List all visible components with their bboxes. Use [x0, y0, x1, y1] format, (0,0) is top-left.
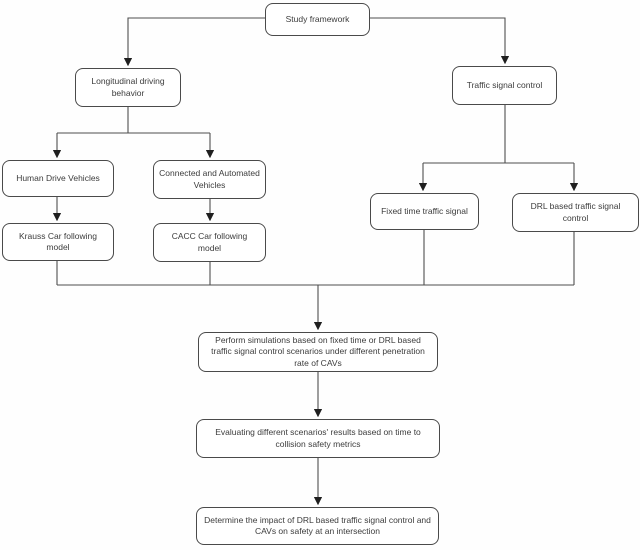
- node-drl-traffic-signal-control: DRL based traffic signal control: [512, 193, 639, 232]
- node-cav-label: Connected and Automated Vehicles: [159, 168, 260, 190]
- node-cacc-car-following-model: CACC Car following model: [153, 223, 266, 262]
- node-perform-simulations: Perform simulations based on fixed time …: [198, 332, 438, 372]
- node-determine-label: Determine the impact of DRL based traffi…: [204, 514, 431, 536]
- node-traffic-signal-control: Traffic signal control: [452, 66, 557, 105]
- node-drl-label: DRL based traffic signal control: [530, 201, 621, 223]
- edge-study-traffic: [370, 17, 510, 65]
- node-study-framework-label: Study framework: [285, 13, 350, 24]
- edge-merge-bus: [56, 230, 575, 286]
- edge-study-longitudinal: [123, 17, 265, 67]
- node-cacc-label: CACC Car following model: [171, 231, 248, 253]
- node-evaluate-scenarios: Evaluating different scenarios' results …: [196, 419, 440, 458]
- node-human-label: Human Drive Vehicles: [16, 172, 100, 183]
- node-krauss-label: Krauss Car following model: [19, 230, 97, 252]
- node-perform-label: Perform simulations based on fixed time …: [211, 335, 425, 368]
- node-krauss-car-following-model: Krauss Car following model: [2, 223, 114, 261]
- node-connected-automated-vehicles: Connected and Automated Vehicles: [153, 160, 266, 199]
- edge-traffic-trunk: [423, 105, 574, 164]
- node-determine-impact: Determine the impact of DRL based traffi…: [196, 507, 439, 545]
- node-study-framework: Study framework: [265, 3, 370, 36]
- node-traffic-label: Traffic signal control: [466, 79, 543, 90]
- node-longitudinal-driving-behavior: Longitudinal driving behavior: [75, 68, 181, 107]
- node-human-drive-vehicles: Human Drive Vehicles: [2, 160, 114, 197]
- node-fixed-time-traffic-signal: Fixed time traffic signal: [370, 193, 479, 230]
- node-longitudinal-label: Longitudinal driving behavior: [91, 76, 165, 98]
- node-fixed-label: Fixed time traffic signal: [381, 205, 468, 216]
- edge-longitudinal-trunk: [57, 107, 210, 134]
- node-evaluate-label: Evaluating different scenarios' results …: [215, 427, 421, 449]
